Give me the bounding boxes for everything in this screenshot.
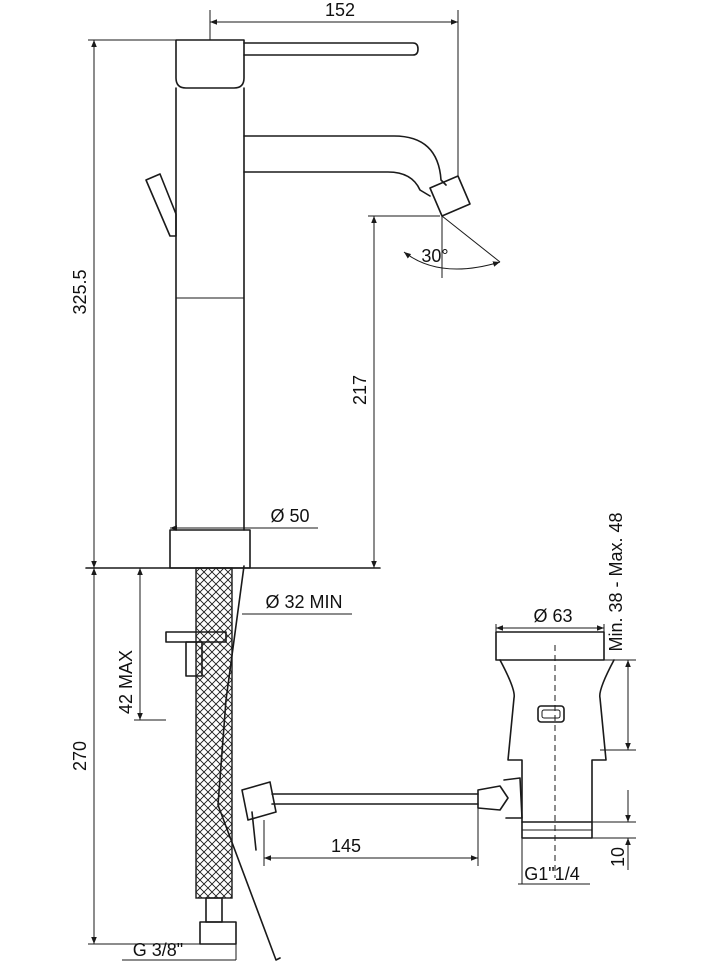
waste-thread-label: G1"1/4 bbox=[524, 864, 579, 884]
hose-thread-label: G 3/8" bbox=[133, 940, 183, 960]
deck-thickness-label: 42 MAX bbox=[116, 650, 136, 714]
waste-range-label: Min. 38 - Max. 48 bbox=[606, 512, 626, 651]
below-deck-label: 270 bbox=[70, 741, 90, 771]
spout-height-label: 217 bbox=[350, 375, 370, 405]
pop-up-waste bbox=[477, 631, 615, 878]
pop-up-rod bbox=[217, 565, 479, 961]
supply-hose bbox=[165, 567, 237, 945]
waste-diameter-label: Ø 63 bbox=[533, 606, 572, 626]
spout-angle-label: 30° bbox=[421, 246, 448, 266]
rod-length-label: 145 bbox=[331, 836, 361, 856]
waste-thread-height-label: 10 bbox=[608, 847, 628, 867]
body-diameter-label: Ø 50 bbox=[270, 506, 309, 526]
dimension-lines bbox=[88, 10, 636, 961]
spout-reach-label: 152 bbox=[325, 0, 355, 20]
total-height-label: 325.5 bbox=[70, 269, 90, 314]
hole-diameter-label: Ø 32 MIN bbox=[265, 592, 342, 612]
faucet-body bbox=[85, 39, 471, 569]
